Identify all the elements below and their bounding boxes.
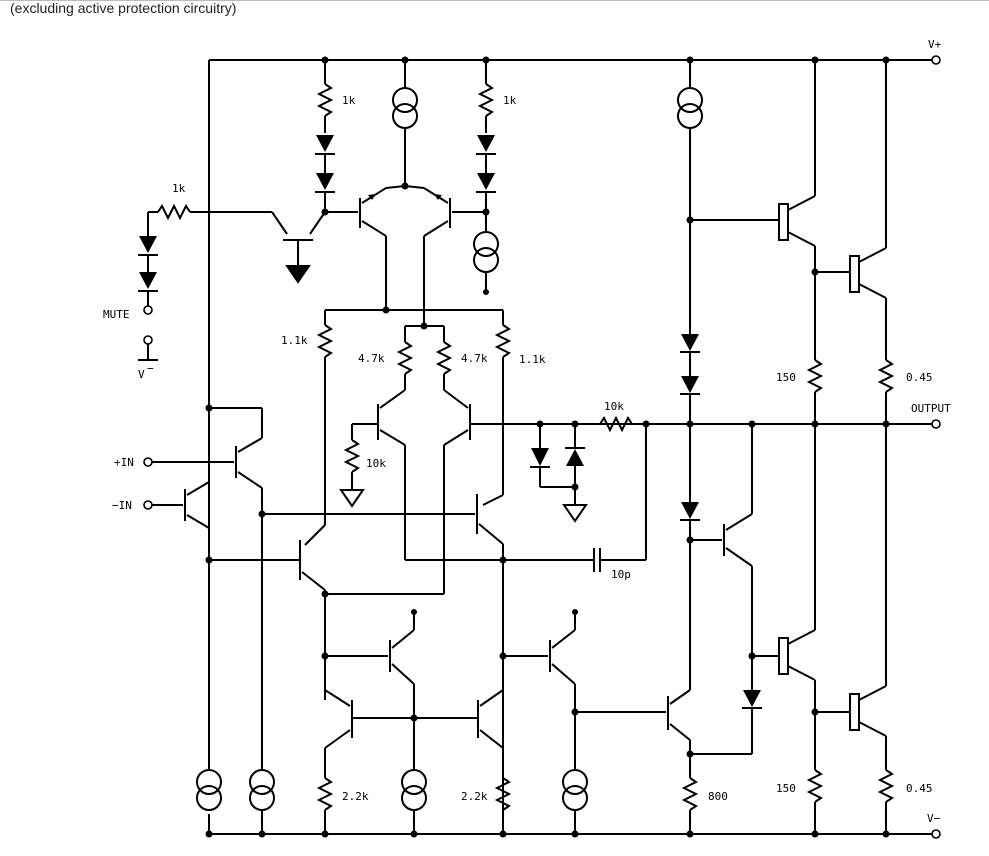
r-1-1k-left-label: 1.1k xyxy=(281,334,308,347)
transistor-out-bottom-power xyxy=(849,424,887,770)
r-150-bottom-label: 150 xyxy=(776,782,796,795)
vminus-label: V− xyxy=(927,812,941,825)
current-source-bottom-2 xyxy=(249,769,275,834)
r-1-1k-right-label: 1.1k xyxy=(519,353,546,366)
vplus-label: V+ xyxy=(928,38,942,51)
resistor-4-7k-left xyxy=(379,326,414,409)
diode-bias xyxy=(690,690,762,755)
transistor-bias xyxy=(723,424,753,690)
figure-caption: (excluding active protection circuitry) xyxy=(10,0,237,16)
mute-network xyxy=(138,203,272,361)
vplus-terminal xyxy=(931,55,941,65)
vplus-rail xyxy=(209,55,941,65)
resistor-2-2k-left xyxy=(316,777,334,834)
r-2-2k-right-label: 2.2k xyxy=(461,790,488,803)
input-plus xyxy=(143,407,263,770)
current-source-bottom-1 xyxy=(196,769,222,811)
r-10k-feedback-label: 10k xyxy=(604,400,624,413)
r-4-7k-left-label: 4.7k xyxy=(358,352,385,365)
resistor-800 xyxy=(681,777,699,834)
junction-dots xyxy=(205,56,890,838)
capacitor-10p xyxy=(405,548,646,572)
r-10k-gnd-label: 10k xyxy=(366,457,386,470)
resistor-045-top xyxy=(877,359,895,424)
mute-label: MUTE xyxy=(103,308,130,321)
arrow-q-top-left xyxy=(368,194,376,200)
in-minus-label: −IN xyxy=(112,499,132,512)
transistor-q-mid-left xyxy=(299,540,326,594)
transistor-mirror-left xyxy=(324,689,353,778)
mute-v-sup: − xyxy=(147,362,154,375)
output-terminal xyxy=(931,419,941,429)
transistor-mirror-right xyxy=(477,689,504,749)
resistor-1k-left xyxy=(316,60,334,133)
transistor-q-mid-right xyxy=(476,494,504,834)
resistor-1-1k-left xyxy=(304,310,334,546)
r-045-bottom-label: 0.45 xyxy=(906,782,933,795)
r-1k-right-label: 1k xyxy=(503,94,517,107)
transistor-lower-driver xyxy=(667,689,691,778)
c-10p-label: 10p xyxy=(611,568,631,581)
output-label: OUTPUT xyxy=(911,402,951,415)
mute-transistor xyxy=(271,211,326,284)
transistor-out-top-power xyxy=(849,60,887,360)
current-source-bottom-3 xyxy=(401,718,427,834)
r-150-top-label: 150 xyxy=(776,371,796,384)
current-source-bottom-4 xyxy=(562,769,588,834)
resistor-2-2k-right xyxy=(494,777,512,811)
input-minus xyxy=(143,481,210,529)
resistor-1k-right xyxy=(477,60,495,133)
current-source-top-center xyxy=(392,60,418,186)
resistor-10k-gnd xyxy=(339,424,365,508)
transistor-out-bottom-driver xyxy=(778,424,816,770)
vminus-terminal xyxy=(931,829,941,839)
resistor-4-7k-right xyxy=(435,326,469,409)
transistor-vas xyxy=(549,612,576,770)
resistor-045-bottom xyxy=(877,769,895,834)
resistor-10k-feedback xyxy=(599,415,633,433)
r-800-label: 800 xyxy=(708,790,728,803)
diode-pair-left xyxy=(315,135,335,212)
r-2-2k-left-label: 2.2k xyxy=(342,790,369,803)
resistor-150-top xyxy=(806,359,824,424)
current-source-right-top xyxy=(473,212,499,292)
mute-v-label: V xyxy=(138,368,145,381)
r-1k-mute-label: 1k xyxy=(172,182,186,195)
diode-string-driver xyxy=(680,334,700,690)
transistor-q-top-left xyxy=(325,185,406,310)
r-1k-left-label: 1k xyxy=(342,94,356,107)
r-4-7k-right-label: 4.7k xyxy=(461,352,488,365)
transistor-mirror-top xyxy=(389,612,415,718)
resistor-150-bottom xyxy=(806,769,824,834)
inner-diff-pair xyxy=(352,404,690,594)
r-045-top-label: 0.45 xyxy=(906,371,933,384)
in-plus-label: +IN xyxy=(114,456,134,469)
current-source-driver xyxy=(677,60,703,334)
diode-clamp xyxy=(530,424,588,523)
transistor-out-top-driver xyxy=(778,60,816,360)
resistor-1-1k-right xyxy=(482,310,512,506)
arrow-q-top-right xyxy=(434,194,442,200)
